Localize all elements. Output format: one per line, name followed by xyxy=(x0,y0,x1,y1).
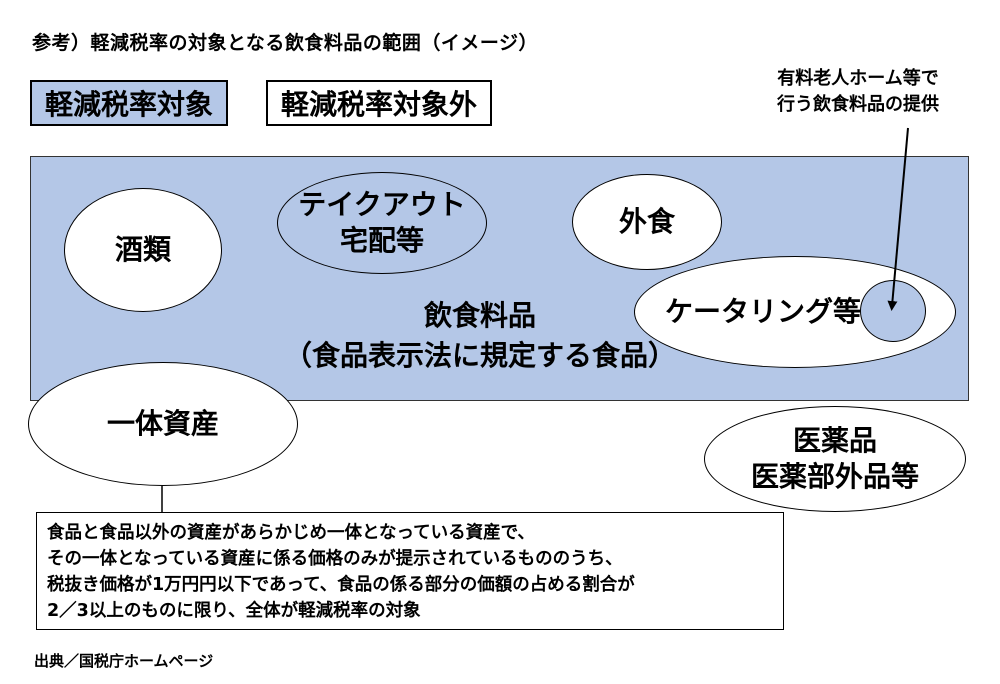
liquor-label: 酒類 xyxy=(114,233,171,266)
nursing-home-callout: 有料老人ホーム等で 行う飲食料品の提供 xyxy=(738,66,978,118)
catering-label: ケータリング等 xyxy=(665,295,862,328)
integrated-asset-label: 一体資産 xyxy=(106,407,219,440)
dining-out-label: 外食 xyxy=(618,205,675,238)
takeout-label-line-2: 宅配等 xyxy=(339,224,424,257)
food-label-line-2: （食品表示法に規定する食品） xyxy=(283,339,676,372)
takeout-label-line-1: テイクアウト xyxy=(298,188,466,221)
food-label-line-1: 飲食料品 xyxy=(423,299,536,332)
page-title: 参考）軽減税率の対象となる飲食料品の範囲（イメージ） xyxy=(32,32,539,54)
callout-line-1: 有料老人ホーム等で xyxy=(777,68,939,89)
liquor-ellipse: 酒類 xyxy=(64,188,222,312)
note-line-4: 2／3以上のものに限り、全体が軽減税率の対象 xyxy=(47,601,421,621)
source-credit: 出典／国税庁ホームページ xyxy=(34,652,214,670)
note-line-1: 食品と食品以外の資産があらかじめ一体となっている資産で、 xyxy=(47,523,535,543)
integrated-asset-note: 食品と食品以外の資産があらかじめ一体となっている資産で、 その一体となっている資… xyxy=(36,512,784,630)
medicine-label-line-2: 医薬部外品等 xyxy=(750,460,919,493)
callout-line-2: 行う飲食料品の提供 xyxy=(777,94,939,115)
takeout-ellipse: テイクアウト 宅配等 xyxy=(277,172,487,274)
food-label: 飲食料品 （食品表示法に規定する食品） xyxy=(260,296,700,376)
dining-out-ellipse: 外食 xyxy=(572,174,722,270)
medicine-label-line-1: 医薬品 xyxy=(792,424,877,457)
note-line-3: 税抜き価格が1万円円以下であって、食品の係る部分の価額の占める割合が xyxy=(47,575,635,595)
legend-excluded: 軽減税率対象外 xyxy=(266,80,492,126)
legend-included: 軽減税率対象 xyxy=(30,80,228,126)
nursing-home-ellipse xyxy=(860,280,926,342)
note-line-2: その一体となっている資産に係る価格のみが提示されているもののうち、 xyxy=(47,549,623,569)
integrated-asset-ellipse: 一体資産 xyxy=(28,362,298,486)
medicine-ellipse: 医薬品 医薬部外品等 xyxy=(704,406,966,512)
